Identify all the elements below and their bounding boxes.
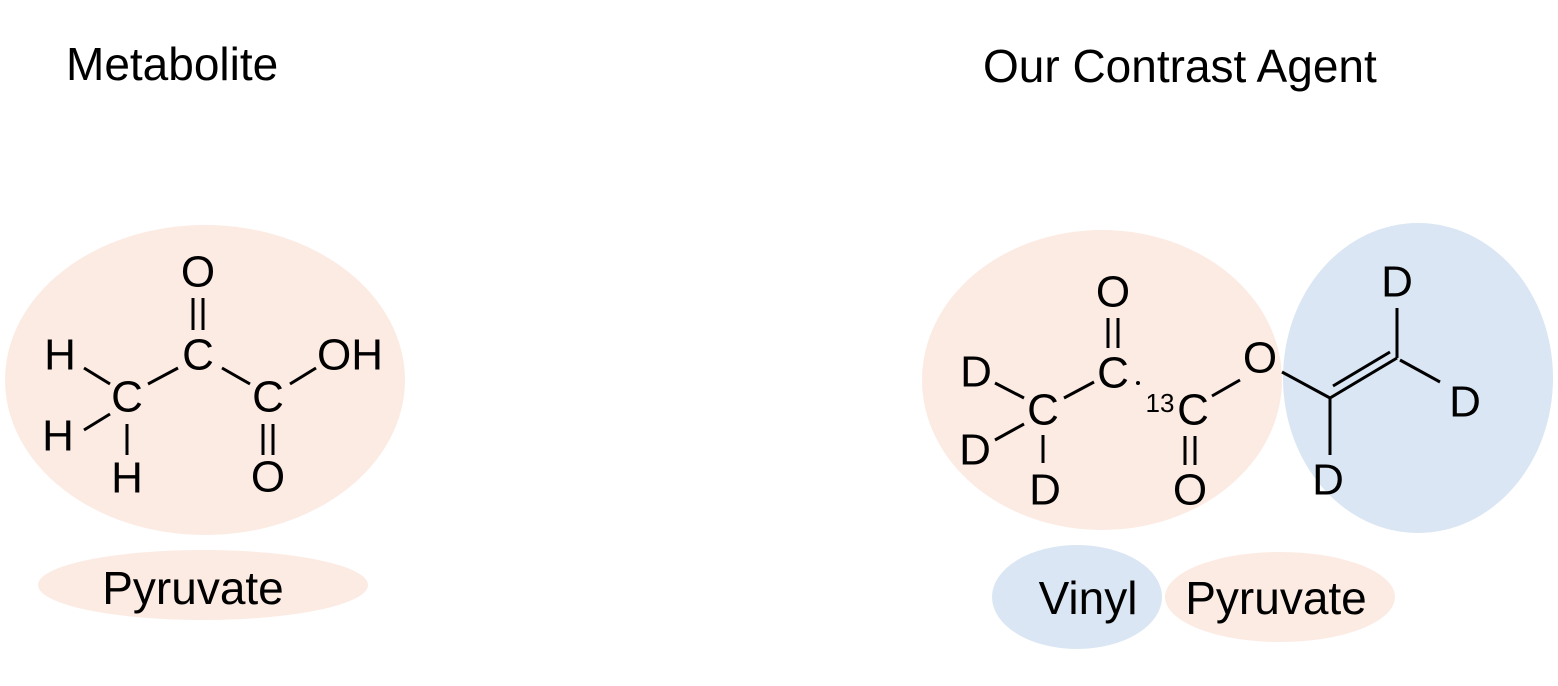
atom-c: C (252, 373, 284, 422)
vinyl-pyruvate-molecule: O C D C D D 13 C O O D D D (959, 258, 1481, 515)
atom-d: D (959, 426, 991, 475)
atom-c: C (1097, 349, 1129, 398)
pyruvate-label: Pyruvate (1185, 572, 1367, 624)
atom-oh: OH (317, 331, 383, 380)
vinyl-label-bg (992, 545, 1162, 649)
atom-d: D (1029, 466, 1061, 515)
atom-o: O (251, 453, 285, 502)
atom-c: C (182, 331, 214, 380)
atom-d: D (1381, 258, 1413, 307)
pyruvate-region (922, 230, 1282, 530)
vinyl-region (1283, 223, 1553, 533)
atom-d: D (1449, 378, 1481, 427)
atom-h: H (44, 331, 76, 380)
pyruvate-label: Pyruvate (102, 562, 284, 614)
atom-d: D (960, 348, 992, 397)
atom-h: H (111, 454, 143, 503)
atom-c: C (111, 373, 143, 422)
metabolite-title: Metabolite (66, 38, 278, 90)
atom-o: O (1173, 466, 1207, 515)
atom-c: C (1177, 386, 1209, 435)
contrast-agent-title: Our Contrast Agent (983, 40, 1377, 92)
pyruvate-molecule: O C H C H H C OH O (42, 248, 383, 503)
atom-o: O (1096, 268, 1130, 317)
atom-d: D (1312, 456, 1344, 505)
isotope-label: 13 (1146, 388, 1175, 418)
pyruvate-region (5, 225, 405, 535)
atom-h: H (42, 412, 74, 461)
pyruvate-label-bg (1165, 552, 1395, 642)
vinyl-label: Vinyl (1039, 572, 1138, 624)
atom-o: O (181, 248, 215, 297)
pyruvate-label-bg (38, 550, 368, 620)
atom-c: C (1027, 386, 1059, 435)
atom-o: O (1243, 334, 1277, 383)
